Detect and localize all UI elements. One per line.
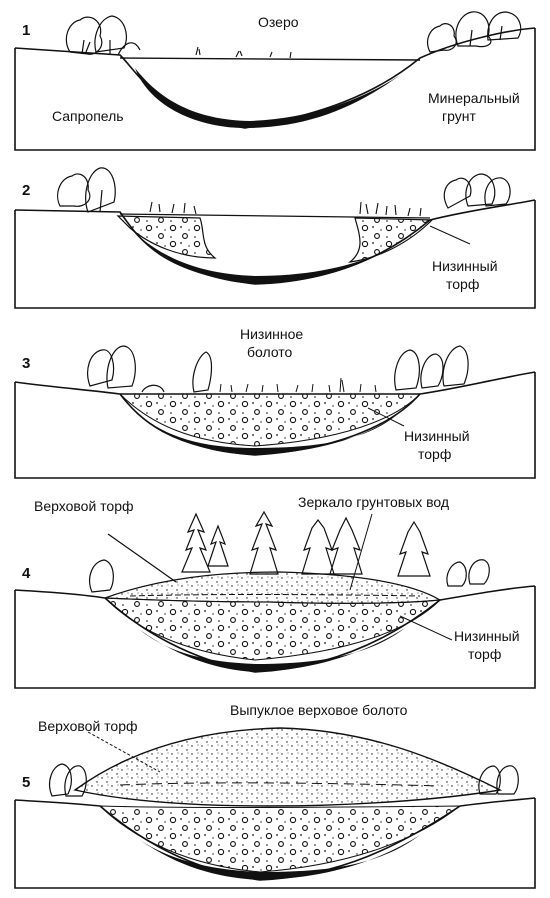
stage-number-4: 4 [22, 565, 30, 582]
stage-number-5: 5 [22, 774, 30, 791]
stage-5-dome [75, 728, 500, 806]
label-lowland-peat-4-line-1: Низинный [454, 628, 520, 645]
stage-4-pointer-low [400, 616, 452, 640]
label-mineral-soil-line-2: грунт [442, 108, 476, 125]
stage-2-trees-left [58, 168, 116, 212]
label-mineral-soil-line-1: Минеральный [428, 90, 520, 107]
stage-1-sapropel [135, 68, 400, 128]
stage-3-trees-left [88, 346, 212, 392]
stage-1-panel [15, 12, 535, 150]
stage-2-pointer [430, 226, 470, 244]
label-lowland-mire-line-2: болото [247, 344, 292, 361]
label-lowland-peat-3-line-2: торф [418, 446, 451, 463]
label-sapropel: Сапропель [52, 108, 124, 125]
stage-2-peat-right [350, 218, 432, 262]
label-groundwater-table: Зеркало грунтовых вод [298, 494, 449, 511]
stage-3-grass [220, 378, 376, 392]
stage-2-peat-left [118, 216, 215, 258]
stage-1-trees-left [66, 16, 140, 55]
label-lowland-peat-4-line-2: торф [468, 646, 501, 663]
stage-1-reeds [196, 47, 291, 58]
stage-number-1: 1 [22, 22, 30, 39]
stage-3-peat [120, 394, 420, 446]
label-lowland-mire-line-1: Низинное [240, 326, 303, 343]
stage-4-panel [15, 512, 535, 688]
stage-number-3: 3 [22, 355, 30, 372]
stage-2-reeds [150, 202, 421, 216]
label-raised-bog: Выпуклое верховое болото [230, 702, 407, 719]
label-lowland-peat-2-line-1: Низинный [432, 258, 498, 275]
stage-4-pointer-high [108, 534, 176, 582]
label-highland-peat-5: Верховой торф [38, 718, 138, 735]
stage-4-low-peat [105, 598, 440, 660]
label-lowland-peat-2-line-2: торф [446, 276, 479, 293]
stage-3-trees-right [395, 346, 468, 390]
label-lowland-peat-3-line-1: Низинный [404, 428, 470, 445]
stage-1-water-line [120, 58, 420, 60]
stage-4-raised-peat [105, 572, 440, 603]
stage-3-panel [15, 346, 535, 478]
stage-number-2: 2 [22, 182, 30, 199]
label-highland-peat-4: Верховой торф [34, 498, 134, 515]
stage-4-spruces [182, 512, 430, 576]
stage-1-frame [15, 28, 535, 150]
stage-5-panel [15, 728, 535, 888]
label-lake: Озеро [258, 14, 299, 31]
stage-2-trees-right [444, 174, 510, 208]
